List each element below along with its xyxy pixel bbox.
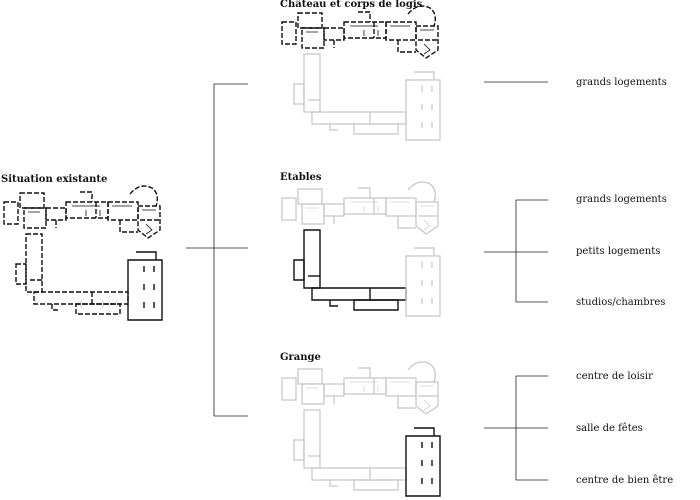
main-bracket [186, 83, 248, 417]
etables-bracket [484, 199, 548, 303]
outcome-grange-salle-de-fetes: salle de fêtes [576, 423, 643, 434]
outcome-grange-centre-de-bien-etre: centre de bien être [576, 475, 674, 486]
grange-floor-plan [281, 361, 441, 497]
outcome-etables-grands-logements: grands logements [576, 194, 667, 205]
outcome-grange-centre-de-loisir: centre de loisir [576, 371, 653, 382]
label-etables: Etables [280, 172, 322, 183]
label-existing: Situation existante [1, 174, 108, 185]
outcome-chateau-grands-logements: grands logements [576, 77, 667, 88]
outcome-etables-studios-chambres: studios/chambres [576, 297, 666, 308]
grange-bracket [484, 375, 548, 481]
existing-floor-plan [3, 185, 163, 321]
chateau-floor-plan [281, 5, 441, 141]
etables-floor-plan [281, 181, 441, 317]
label-grange: Grange [280, 352, 321, 363]
outcome-etables-petits-logements: petits logements [576, 246, 661, 257]
label-chateau: Château et corps de logis [280, 0, 423, 10]
